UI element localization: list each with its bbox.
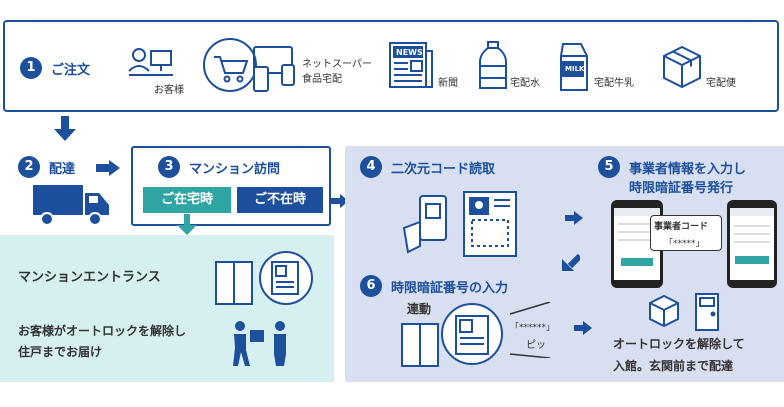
step-1-badge: 1: [20, 57, 42, 79]
newspaper-icon: [388, 41, 434, 89]
newspaper-label: 新聞: [438, 78, 458, 89]
step-5-label-2: 時限暗証番号発行: [629, 181, 734, 196]
beep-text: ピッ: [526, 340, 546, 351]
step-5-label-1: 事業者情報を入力し: [629, 162, 747, 177]
milk-carton-icon: [557, 42, 591, 92]
entrance-label: マンションエントランス: [18, 270, 161, 285]
step-6-badge: 6: [360, 275, 382, 297]
step-1-label: ご注文: [51, 63, 91, 78]
step-4-badge: 4: [360, 156, 382, 178]
parcel-box-icon: [660, 45, 704, 89]
door-intercom-keypad-icon: [398, 296, 508, 370]
milk-label: 宅配牛乳: [594, 78, 634, 89]
signal-lines-icon: [508, 302, 552, 358]
away-tab: ご不在時: [237, 187, 323, 213]
business-code-bubble: [650, 215, 722, 251]
step-2-badge: 2: [18, 156, 40, 178]
news-badge: NEWS: [396, 48, 423, 57]
arrow-down-left-icon: [562, 253, 580, 271]
water-label: 宅配水: [510, 78, 540, 89]
step-3-label: マンション訪問: [189, 162, 281, 177]
entrance-door-intercom-icon: [212, 248, 322, 308]
net-super-label-2: 食品宅配: [302, 74, 342, 85]
arrow-right-to-result-icon: [574, 321, 592, 335]
net-super-label-1: ネットスーパー: [302, 59, 372, 70]
business-code-label: 事業者コード: [654, 222, 709, 232]
arrow-right-to-panel-icon: [331, 194, 349, 208]
business-code-value: 「*****」: [664, 239, 705, 249]
arrow-down-teal-icon: [177, 214, 197, 236]
step-5-badge: 5: [598, 156, 620, 178]
linked-label: 連動: [407, 302, 432, 316]
step-2-label: 配達: [49, 162, 76, 177]
arrow-down-icon: [54, 116, 76, 142]
qr-scan-intercom-icon: [398, 188, 526, 260]
unlock-line-1: お客様がオートロックを解除し: [18, 324, 187, 338]
shopping-cart-devices-icon: [202, 37, 298, 95]
customer-label: お客様: [154, 85, 184, 96]
home-tab: ご在宅時: [143, 187, 231, 213]
pin-code-text: 「******」: [510, 323, 556, 333]
step-4-label: 二次元コード読取: [391, 162, 496, 177]
water-bottle-icon: [478, 40, 508, 92]
arrow-right-icon: [96, 160, 120, 176]
smartphone-right-icon: [727, 200, 777, 288]
parcel-label: 宅配便: [706, 78, 736, 89]
order-box: [3, 20, 779, 112]
arrow-right-to-step-5-icon: [565, 211, 583, 225]
parcel-door-icon: [646, 292, 726, 332]
unlock-line-2: 住戸までお届け: [18, 345, 103, 359]
result-line-1: オートロックを解除して: [613, 337, 745, 351]
step-6-label: 時限暗証番号の入力: [391, 281, 509, 296]
courier-handover-icon: [230, 320, 290, 368]
step-3-badge: 3: [158, 156, 180, 178]
customer-pc-icon: [127, 45, 177, 85]
delivery-truck-icon: [33, 185, 113, 227]
result-line-2: 入館。玄関前まで配達: [613, 359, 734, 373]
milk-badge: MILK: [565, 65, 585, 73]
